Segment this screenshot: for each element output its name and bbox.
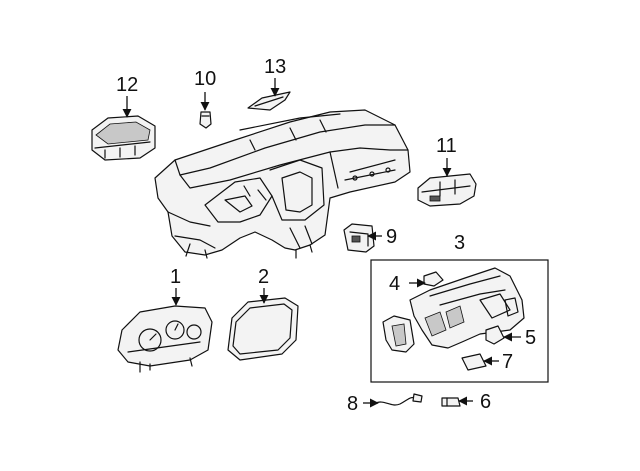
cluster-lens-icon bbox=[227, 297, 299, 361]
leader-lines bbox=[122, 78, 521, 408]
clip-icon bbox=[423, 271, 444, 287]
control-module-icon bbox=[417, 173, 477, 207]
component-group-box bbox=[370, 259, 549, 383]
dash-top-trim-panel bbox=[247, 91, 291, 111]
callout-12: 12 bbox=[116, 74, 138, 96]
plate-icon bbox=[461, 353, 487, 371]
callout-7: 7 bbox=[502, 351, 513, 373]
callout-9: 9 bbox=[386, 226, 397, 248]
callout-13: 13 bbox=[264, 56, 286, 78]
callout-5: 5 bbox=[525, 327, 536, 349]
callout-6: 6 bbox=[480, 391, 491, 413]
small-cover-icon bbox=[485, 325, 505, 345]
callout-11: 11 bbox=[436, 135, 457, 157]
switch-module-icon bbox=[91, 115, 156, 161]
bulb-socket-icon bbox=[441, 397, 461, 407]
switch-icon bbox=[343, 223, 375, 253]
wire-harness-icon bbox=[373, 393, 423, 406]
bulb-icon bbox=[199, 111, 212, 129]
callout-4: 4 bbox=[389, 273, 400, 295]
callout-labels: 1 2 3 4 5 6 7 8 9 10 11 12 13 bbox=[116, 56, 536, 415]
bracket-icon bbox=[382, 315, 415, 353]
instrument-cluster-icon bbox=[117, 305, 213, 373]
callout-8: 8 bbox=[347, 393, 358, 415]
instrument-panel-icon bbox=[154, 109, 411, 259]
callout-3: 3 bbox=[454, 232, 465, 254]
callout-1: 1 bbox=[170, 266, 181, 288]
callout-2: 2 bbox=[258, 266, 269, 288]
callout-10: 10 bbox=[194, 68, 216, 90]
